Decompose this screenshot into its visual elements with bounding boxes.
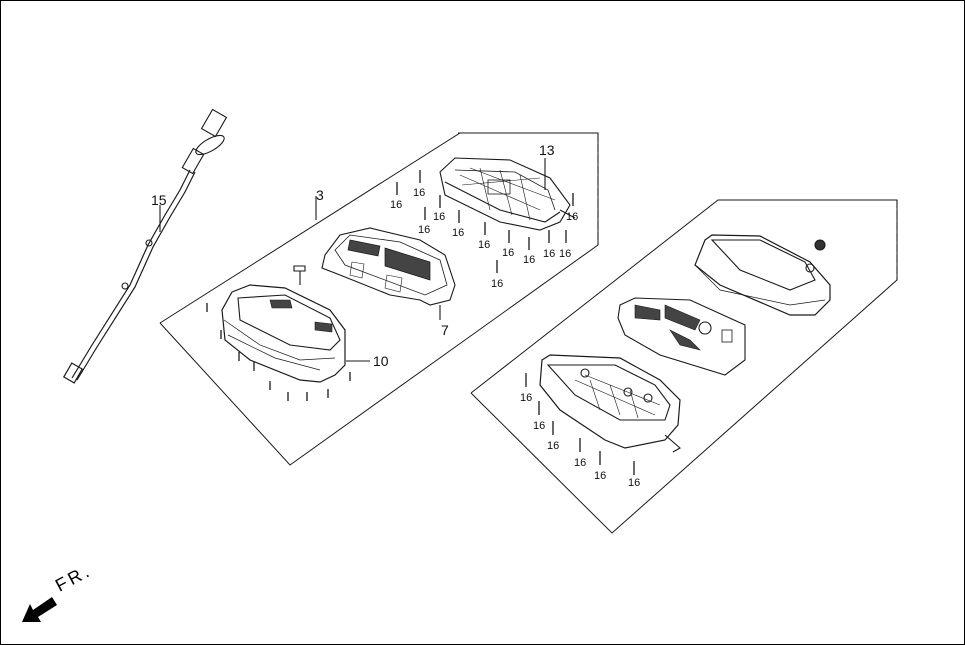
callout-3: 3: [316, 187, 324, 203]
case-screws-top: [396, 170, 574, 273]
screw-label-16: 16: [594, 470, 607, 482]
callout-7: 7: [441, 322, 449, 338]
meter-upper-cover-right: [694, 234, 831, 316]
screw-label-16: 16: [523, 254, 536, 266]
assembly-group-3-boundary: [159, 132, 599, 466]
screw-label-16: 16: [533, 420, 546, 432]
screw-label-16: 16: [559, 248, 572, 260]
meter-pin: [293, 265, 306, 285]
screw-label-16: 16: [433, 211, 446, 223]
screw-label-16: 16: [574, 457, 587, 469]
speed-sensor-cable: [62, 108, 228, 384]
cover-screws-left: [206, 303, 351, 401]
case-screws-right: [525, 373, 635, 475]
meter-circuit-board-right: [617, 297, 746, 376]
screw-label-16: 16: [543, 248, 556, 260]
screw-label-16: 16: [628, 477, 641, 489]
screw-label-16: 16: [520, 392, 533, 404]
meter-lower-case-13: [439, 157, 576, 231]
screw-label-16: 16: [491, 278, 504, 290]
screw-label-16: 16: [547, 440, 560, 452]
callout-15: 15: [151, 192, 167, 208]
screw-label-16: 16: [478, 239, 491, 251]
front-arrow-icon: [22, 597, 57, 622]
screw-label-16: 16: [390, 199, 403, 211]
screw-label-16: 16: [502, 247, 515, 259]
grommet: [814, 239, 826, 251]
screw-label-16: 16: [566, 211, 579, 223]
assembly-group-right-boundary: [470, 199, 898, 534]
screw-label-16: 16: [413, 187, 426, 199]
callout-10: 10: [373, 353, 389, 369]
meter-circuit-board-7: [321, 227, 456, 306]
meter-upper-cover-10: [221, 284, 346, 383]
screw-label-16: 16: [418, 224, 431, 236]
meter-lower-case-right: [539, 354, 681, 453]
callout-13: 13: [539, 142, 555, 158]
screw-label-16: 16: [452, 227, 465, 239]
